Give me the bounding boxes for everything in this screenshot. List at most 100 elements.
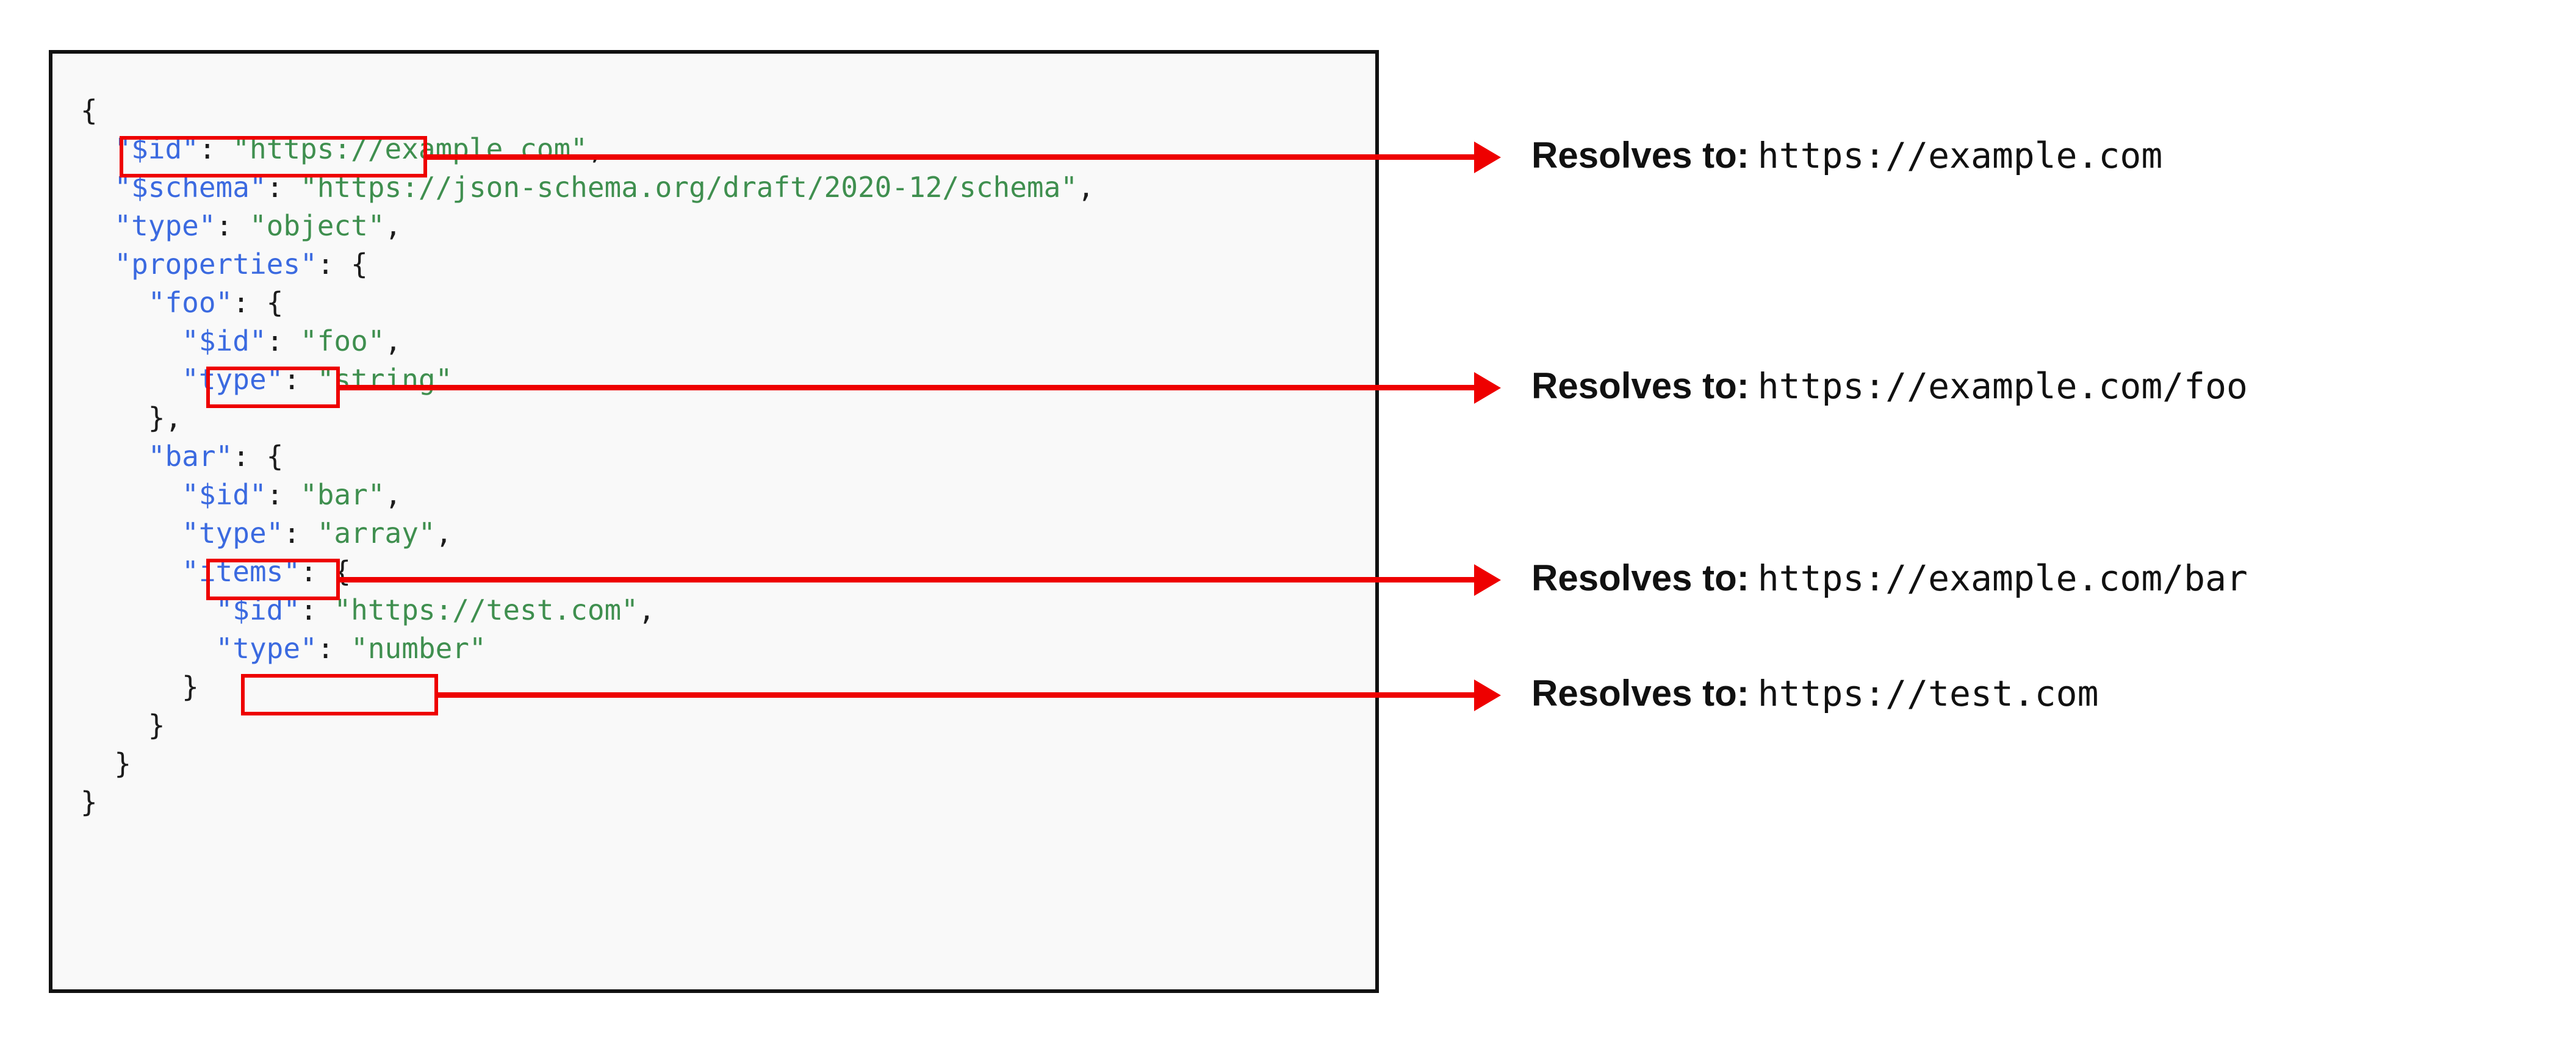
json-string: "number" (351, 632, 486, 665)
json-string: "string" (317, 363, 453, 396)
json-punctuation: } (148, 709, 165, 742)
json-punctuation: , (587, 132, 605, 165)
arrow-to-resolution-4-line (438, 692, 1474, 698)
json-punctuation: : (266, 171, 301, 204)
code-indent (81, 555, 182, 588)
json-string: "bar" (300, 478, 385, 511)
json-punctuation: : { (317, 248, 368, 281)
resolution-items: Resolves to:https://test.com (1531, 675, 2098, 712)
code-line: "foo": { (81, 284, 1095, 322)
json-punctuation: : (317, 632, 351, 665)
code-line: "$id": "https://example.com", (81, 130, 1095, 168)
resolves-to-label: Resolves to: (1531, 673, 1749, 714)
resolves-to-label: Resolves to: (1531, 365, 1749, 406)
code-indent (81, 286, 148, 319)
arrow-to-resolution-3-line (340, 577, 1474, 582)
json-key: "type" (114, 209, 216, 242)
json-punctuation: , (638, 593, 655, 626)
json-key: "type" (182, 363, 284, 396)
code-line: } (81, 783, 1095, 822)
json-key: "$id" (182, 478, 267, 511)
code-line: { (81, 91, 1095, 130)
code-line: "type": "object", (81, 207, 1095, 245)
code-indent (81, 248, 114, 281)
code-line: } (81, 668, 1095, 706)
json-string: "https://example.com" (232, 132, 588, 165)
resolution-foo: Resolves to:https://example.com/foo (1531, 368, 2248, 404)
code-line: "type": "string" (81, 360, 1095, 399)
json-key: "type" (215, 632, 317, 665)
json-punctuation: , (384, 478, 402, 511)
resolves-to-label: Resolves to: (1531, 557, 1749, 598)
json-punctuation: , (384, 324, 402, 357)
code-indent (81, 209, 114, 242)
json-key: "bar" (148, 440, 233, 473)
json-key: "$id" (182, 324, 267, 357)
json-key: "type" (182, 517, 284, 550)
resolves-to-label: Resolves to: (1531, 135, 1749, 176)
json-punctuation: } (81, 786, 98, 819)
json-punctuation: , (1077, 171, 1095, 204)
resolution-root: Resolves to:https://example.com (1531, 137, 2162, 174)
json-punctuation: , (435, 517, 453, 550)
json-string: "object" (249, 209, 385, 242)
json-punctuation: : (215, 209, 250, 242)
arrow-to-resolution-1-line (427, 154, 1474, 160)
json-punctuation: { (81, 94, 98, 127)
code-indent (81, 440, 148, 473)
json-key: "foo" (148, 286, 233, 319)
json-punctuation: : (198, 132, 233, 165)
json-string: "https://test.com" (334, 593, 638, 626)
arrow-to-resolution-3-head (1474, 564, 1501, 596)
resolved-uri-value: https://example.com/bar (1757, 557, 2248, 599)
json-code-block: { "$id": "https://example.com", "$schema… (49, 50, 1379, 993)
resolved-uri-value: https://test.com (1757, 673, 2099, 714)
code-indent (81, 593, 216, 626)
code-line: } (81, 706, 1095, 745)
code-line: }, (81, 399, 1095, 437)
resolved-uri-value: https://example.com (1757, 135, 2163, 176)
json-punctuation: : (283, 517, 317, 550)
arrow-to-resolution-1-head (1474, 142, 1501, 173)
code-indent (81, 324, 182, 357)
arrow-to-resolution-4-head (1474, 679, 1501, 711)
code-indent (81, 517, 182, 550)
json-punctuation: : (266, 478, 301, 511)
json-punctuation: : (266, 324, 301, 357)
code-indent (81, 478, 182, 511)
arrow-to-resolution-2-line (340, 385, 1474, 390)
code-lines-container: { "$id": "https://example.com", "$schema… (81, 91, 1095, 822)
code-indent (81, 401, 148, 434)
code-indent (81, 132, 114, 165)
json-string: "https://json-schema.org/draft/2020-12/s… (300, 171, 1078, 204)
code-indent (81, 171, 114, 204)
json-key: "properties" (114, 248, 317, 281)
code-line: "$id": "bar", (81, 476, 1095, 514)
resolved-uri-value: https://example.com/foo (1757, 365, 2248, 407)
code-indent (81, 747, 114, 780)
code-line: "items": { (81, 553, 1095, 591)
code-line: "type": "array", (81, 514, 1095, 553)
json-punctuation: , (384, 209, 402, 242)
code-line: } (81, 745, 1095, 783)
json-punctuation: }, (148, 401, 182, 434)
json-key: "items" (182, 555, 301, 588)
json-key: "$id" (114, 132, 199, 165)
json-punctuation: : { (232, 440, 284, 473)
code-line: "bar": { (81, 437, 1095, 476)
json-punctuation: : { (300, 555, 351, 588)
json-key: "$schema" (114, 171, 267, 204)
code-indent (81, 363, 182, 396)
json-punctuation: : (300, 593, 334, 626)
code-line: "$schema": "https://json-schema.org/draf… (81, 168, 1095, 207)
code-line: "$id": "https://test.com", (81, 591, 1095, 629)
json-string: "array" (317, 517, 436, 550)
arrow-to-resolution-2-head (1474, 372, 1501, 404)
resolution-bar: Resolves to:https://example.com/bar (1531, 560, 2248, 597)
code-line: "$id": "foo", (81, 322, 1095, 360)
code-line: "properties": { (81, 245, 1095, 284)
code-indent (81, 709, 148, 742)
json-punctuation: : (283, 363, 317, 396)
code-indent (81, 670, 182, 703)
json-punctuation: } (182, 670, 199, 703)
